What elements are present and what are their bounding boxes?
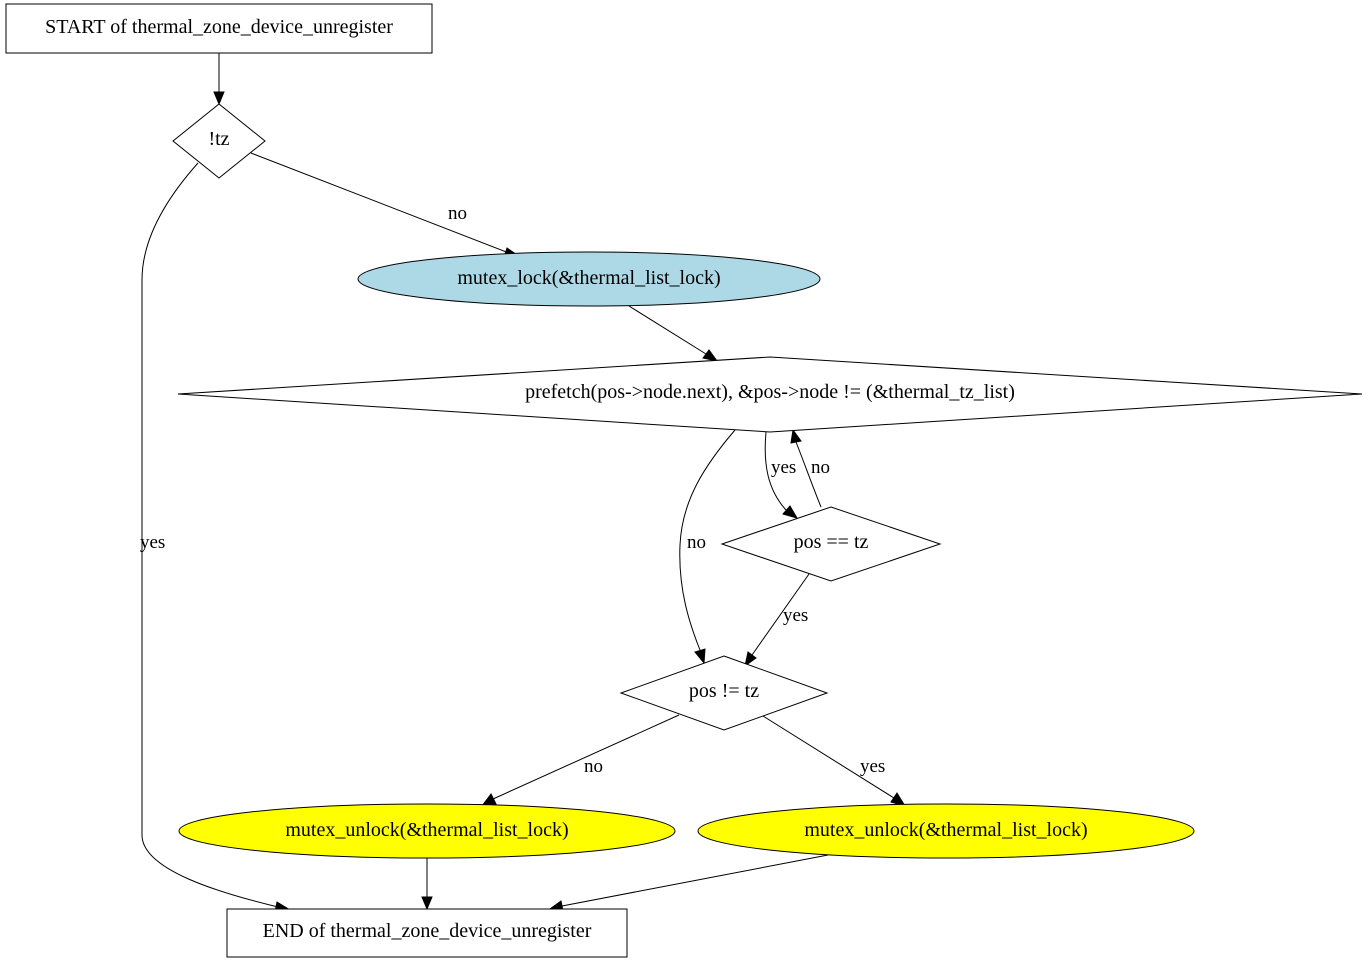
mutex-lock-label: mutex_lock(&thermal_list_lock) — [457, 267, 720, 289]
arrow-head — [694, 648, 706, 665]
edge-ne-no-to-unlock-left — [480, 714, 680, 807]
edge-label-ne-no: no — [584, 756, 603, 777]
edge-eq-no-to-loop — [790, 428, 822, 508]
arrow-head — [744, 651, 757, 668]
edge-lock-to-loop — [628, 305, 719, 362]
edge-label-loop-no: no — [687, 532, 706, 553]
edge-label-tz-yes: yes — [140, 532, 165, 553]
arrow-head — [421, 896, 433, 911]
end-node-label: END of thermal_zone_device_unregister — [263, 920, 592, 942]
mutex-unlock-right-node: mutex_unlock(&thermal_list_lock) — [697, 803, 1195, 859]
decision-pos-equals-tz-label: pos == tz — [794, 531, 869, 553]
edge-label-loop-yes: yes — [771, 457, 796, 478]
edge-eq-yes-to-ne — [744, 573, 810, 668]
mutex-unlock-right-label: mutex_unlock(&thermal_list_lock) — [804, 819, 1087, 841]
start-node: START of thermal_zone_device_unregister — [5, 3, 433, 54]
edge-label-eq-no: no — [811, 457, 830, 478]
edge-loop-yes-to-eq — [764, 431, 799, 519]
decision-loop-condition: prefetch(pos->node.next), &pos->node != … — [177, 356, 1363, 433]
arrow-head — [702, 349, 719, 362]
mutex-lock-node: mutex_lock(&thermal_list_lock) — [357, 251, 821, 307]
decision-tz-null: !tz — [172, 103, 266, 179]
edge-label-eq-yes: yes — [783, 605, 808, 626]
mutex-unlock-left-node: mutex_unlock(&thermal_list_lock) — [178, 803, 676, 859]
arrow-head — [790, 428, 802, 444]
decision-loop-condition-label: prefetch(pos->node.next), &pos->node != … — [525, 381, 1015, 403]
edge-tz-no-to-lock — [250, 152, 522, 258]
arrow-head — [782, 505, 799, 519]
decision-pos-not-equals-tz-label: pos != tz — [689, 680, 759, 702]
edge-label-ne-yes: yes — [860, 756, 885, 777]
edge-unlock-left-to-end — [421, 858, 433, 911]
mutex-unlock-left-label: mutex_unlock(&thermal_list_lock) — [285, 819, 568, 841]
arrow-head — [213, 91, 225, 106]
end-node: END of thermal_zone_device_unregister — [226, 908, 628, 958]
edge-label-tz-no: no — [448, 203, 467, 224]
decision-pos-not-equals-tz: pos != tz — [619, 655, 829, 731]
edge-start-to-cond — [213, 53, 225, 106]
decision-tz-null-label: !tz — [208, 128, 229, 150]
start-node-label: START of thermal_zone_device_unregister — [45, 16, 393, 38]
decision-pos-equals-tz: pos == tz — [720, 506, 942, 582]
edge-loop-no-to-ne — [679, 429, 736, 665]
edge-unlock-right-to-end — [548, 854, 829, 912]
